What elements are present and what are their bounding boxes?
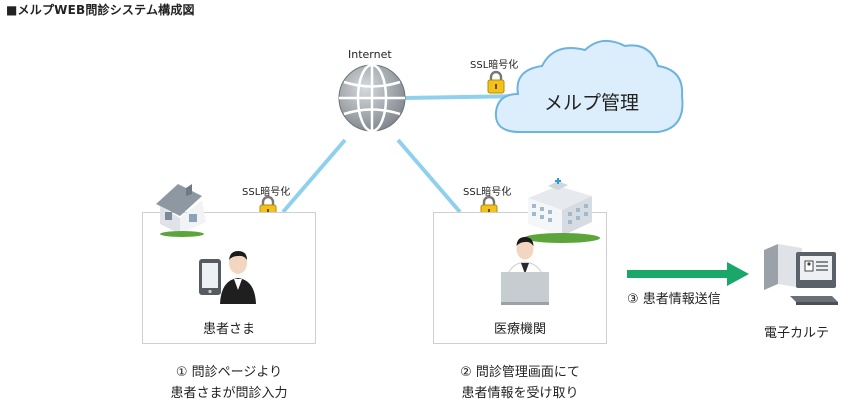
link-internet-patient <box>281 138 347 214</box>
ssl-label-clinic: SSL暗号化 <box>463 187 512 198</box>
patient-caption-line1: ① 問診ページより <box>175 365 283 380</box>
emr-label: 電子カルテ <box>764 326 830 341</box>
lock-icon <box>487 70 505 94</box>
ssl-label-cloud: SSL暗号化 <box>470 60 519 71</box>
link-internet-clinic <box>396 138 462 214</box>
doctor-icon <box>501 237 549 305</box>
diagram-title: ■メルプWEB問診システム構成図 <box>6 3 195 17</box>
clinic-caption-line2: 患者情報を受け取り <box>461 386 579 401</box>
internet-label: Internet <box>348 48 392 61</box>
transfer-arrow <box>627 262 749 286</box>
globe-icon <box>338 63 406 133</box>
computer-icon <box>764 244 838 305</box>
clinic-caption-line1: ② 問診管理画面にて <box>460 365 580 380</box>
transfer-label: ③ 患者情報送信 <box>627 292 721 307</box>
cloud-label: メルプ管理 <box>544 92 640 114</box>
tablet-icon <box>199 259 221 295</box>
cloud-icon <box>494 39 684 133</box>
patient-person-icon <box>220 251 256 304</box>
hospital-icon <box>524 178 600 243</box>
ssl-label-patient: SSL暗号化 <box>242 187 291 198</box>
patient-box-label: 患者さま <box>202 322 255 337</box>
clinic-box-label: 医療機関 <box>493 322 546 337</box>
house-icon <box>156 184 206 237</box>
patient-caption-line2: 患者さまが問診入力 <box>170 386 288 401</box>
